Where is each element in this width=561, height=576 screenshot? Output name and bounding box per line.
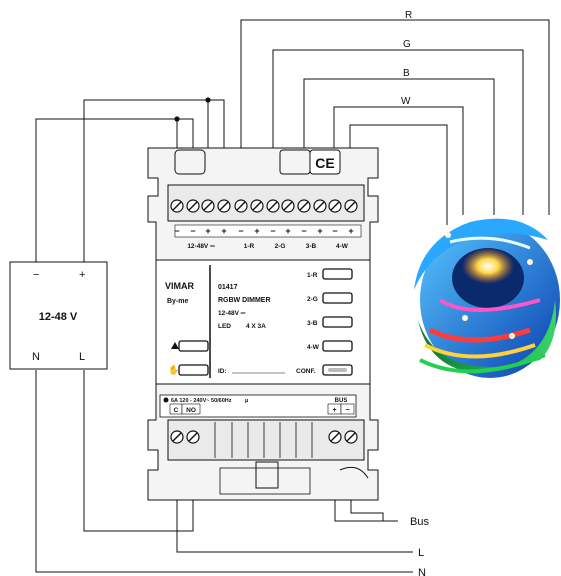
product-rating: 12-48V ═ [218,310,246,317]
power-supply: − + 12-48 V N L [9,261,108,370]
terminal-polarity-sign: + [285,226,290,236]
hand-icon: ✋ [168,364,179,375]
screw-terminal [328,430,342,444]
wire-label-b: B [403,68,410,79]
psu-minus-label: − [33,269,39,281]
screw-terminal [344,430,358,444]
terminal-polarity-sign: + [205,226,210,236]
led-label: LED [218,323,231,330]
sub-brand: By-me [167,298,189,305]
screw-terminal [170,199,184,213]
channel-label: 2-G [307,296,318,303]
wire-label-w: W [401,96,411,107]
relay-icon [163,397,169,403]
terminal-group-label: 12-48V ═ [187,243,215,250]
learn-button[interactable] [178,364,209,376]
terminal-polarity-sign: − [190,226,195,236]
screw-terminal [313,199,327,213]
terminal-polarity-sign: − [270,226,275,236]
terminal-polarity-sign: − [332,226,337,236]
channel-1-button[interactable] [322,268,353,280]
terminal-group-label: 2-G [275,243,286,250]
screw-terminal [328,199,342,213]
bus-plus-label: + [332,407,336,414]
product-code: 01417 [218,284,238,291]
wire-label-n: N [418,567,426,576]
micro-disconnect-symbol: μ [245,398,248,404]
terminal-group-label: 1-R [244,243,255,250]
product-name: RGBW DIMMER [218,297,271,304]
psu-plus-label: + [79,269,85,281]
terminal-polarity-sign: − [301,226,306,236]
channel-label: 1-R [307,272,318,279]
ce-mark: CE [315,155,334,171]
top-terminal-signs: −−++−+−+−+−+ [174,226,353,236]
warning-button[interactable] [178,340,209,352]
led-strip-roll [410,212,561,388]
led-spec: 4 X 3A [246,323,266,330]
terminal-polarity-sign: + [348,226,353,236]
channel-label: 3-B [307,320,318,327]
screw-terminal [250,199,264,213]
dimmer-module: CE −−++−+−+−+−+ 12-48V ═ 1-R 2-G 3-B 4-W… [147,147,379,501]
bus-minus-label: − [345,407,349,414]
relay-c-label: C [174,407,179,414]
screw-terminal [186,430,200,444]
screw-terminal [281,199,295,213]
psu-l-label: L [79,351,85,363]
terminal-polarity-sign: + [254,226,259,236]
screw-terminal [234,199,248,213]
channel-3-button[interactable] [322,316,353,328]
conf-led [328,368,347,372]
terminal-group-label: 4-W [336,243,349,250]
terminal-polarity-sign: + [221,226,226,236]
screw-terminal [297,199,311,213]
brand-logo: VIMAR [165,281,195,291]
relay-no-label: NO [186,407,196,414]
screw-terminal [217,199,231,213]
channel-4-button[interactable] [322,340,353,352]
terminal-polarity-sign: − [238,226,243,236]
screw-terminal [186,199,200,213]
wire-n-line [35,370,413,573]
channel-2-button[interactable] [322,292,353,304]
junction-dot [174,116,180,122]
screw-terminal [170,430,184,444]
terminal-polarity-sign: + [317,226,322,236]
wire-b [303,78,495,215]
wire-label-l: L [418,547,424,559]
junction-dot [205,97,211,103]
channel-label: 4-W [307,344,320,351]
bottom-housing-ribs [214,422,313,458]
id-label: ID: [218,368,227,375]
screw-terminal [201,199,215,213]
relay-rating: 6A 120 - 240V~ 50/60Hz [171,398,232,404]
psu-n-label: N [32,351,40,363]
warning-icon [171,342,179,349]
psu-voltage: 12-48 V [39,311,78,323]
screw-terminal [266,199,280,213]
conf-label: CONF. [296,368,316,375]
terminal-group-label: 3-B [306,243,317,250]
wire-label-r: R [405,10,412,21]
wire-label-g: G [403,39,411,50]
wire-g [272,49,524,215]
wire-label-bus: Bus [410,516,429,528]
wire-r [240,19,550,215]
terminal-polarity-sign: − [174,226,179,236]
screw-terminal [344,199,358,213]
bottom-terminal-strip [170,430,358,444]
bus-label: BUS [335,398,348,404]
top-terminal-strip [170,199,358,213]
